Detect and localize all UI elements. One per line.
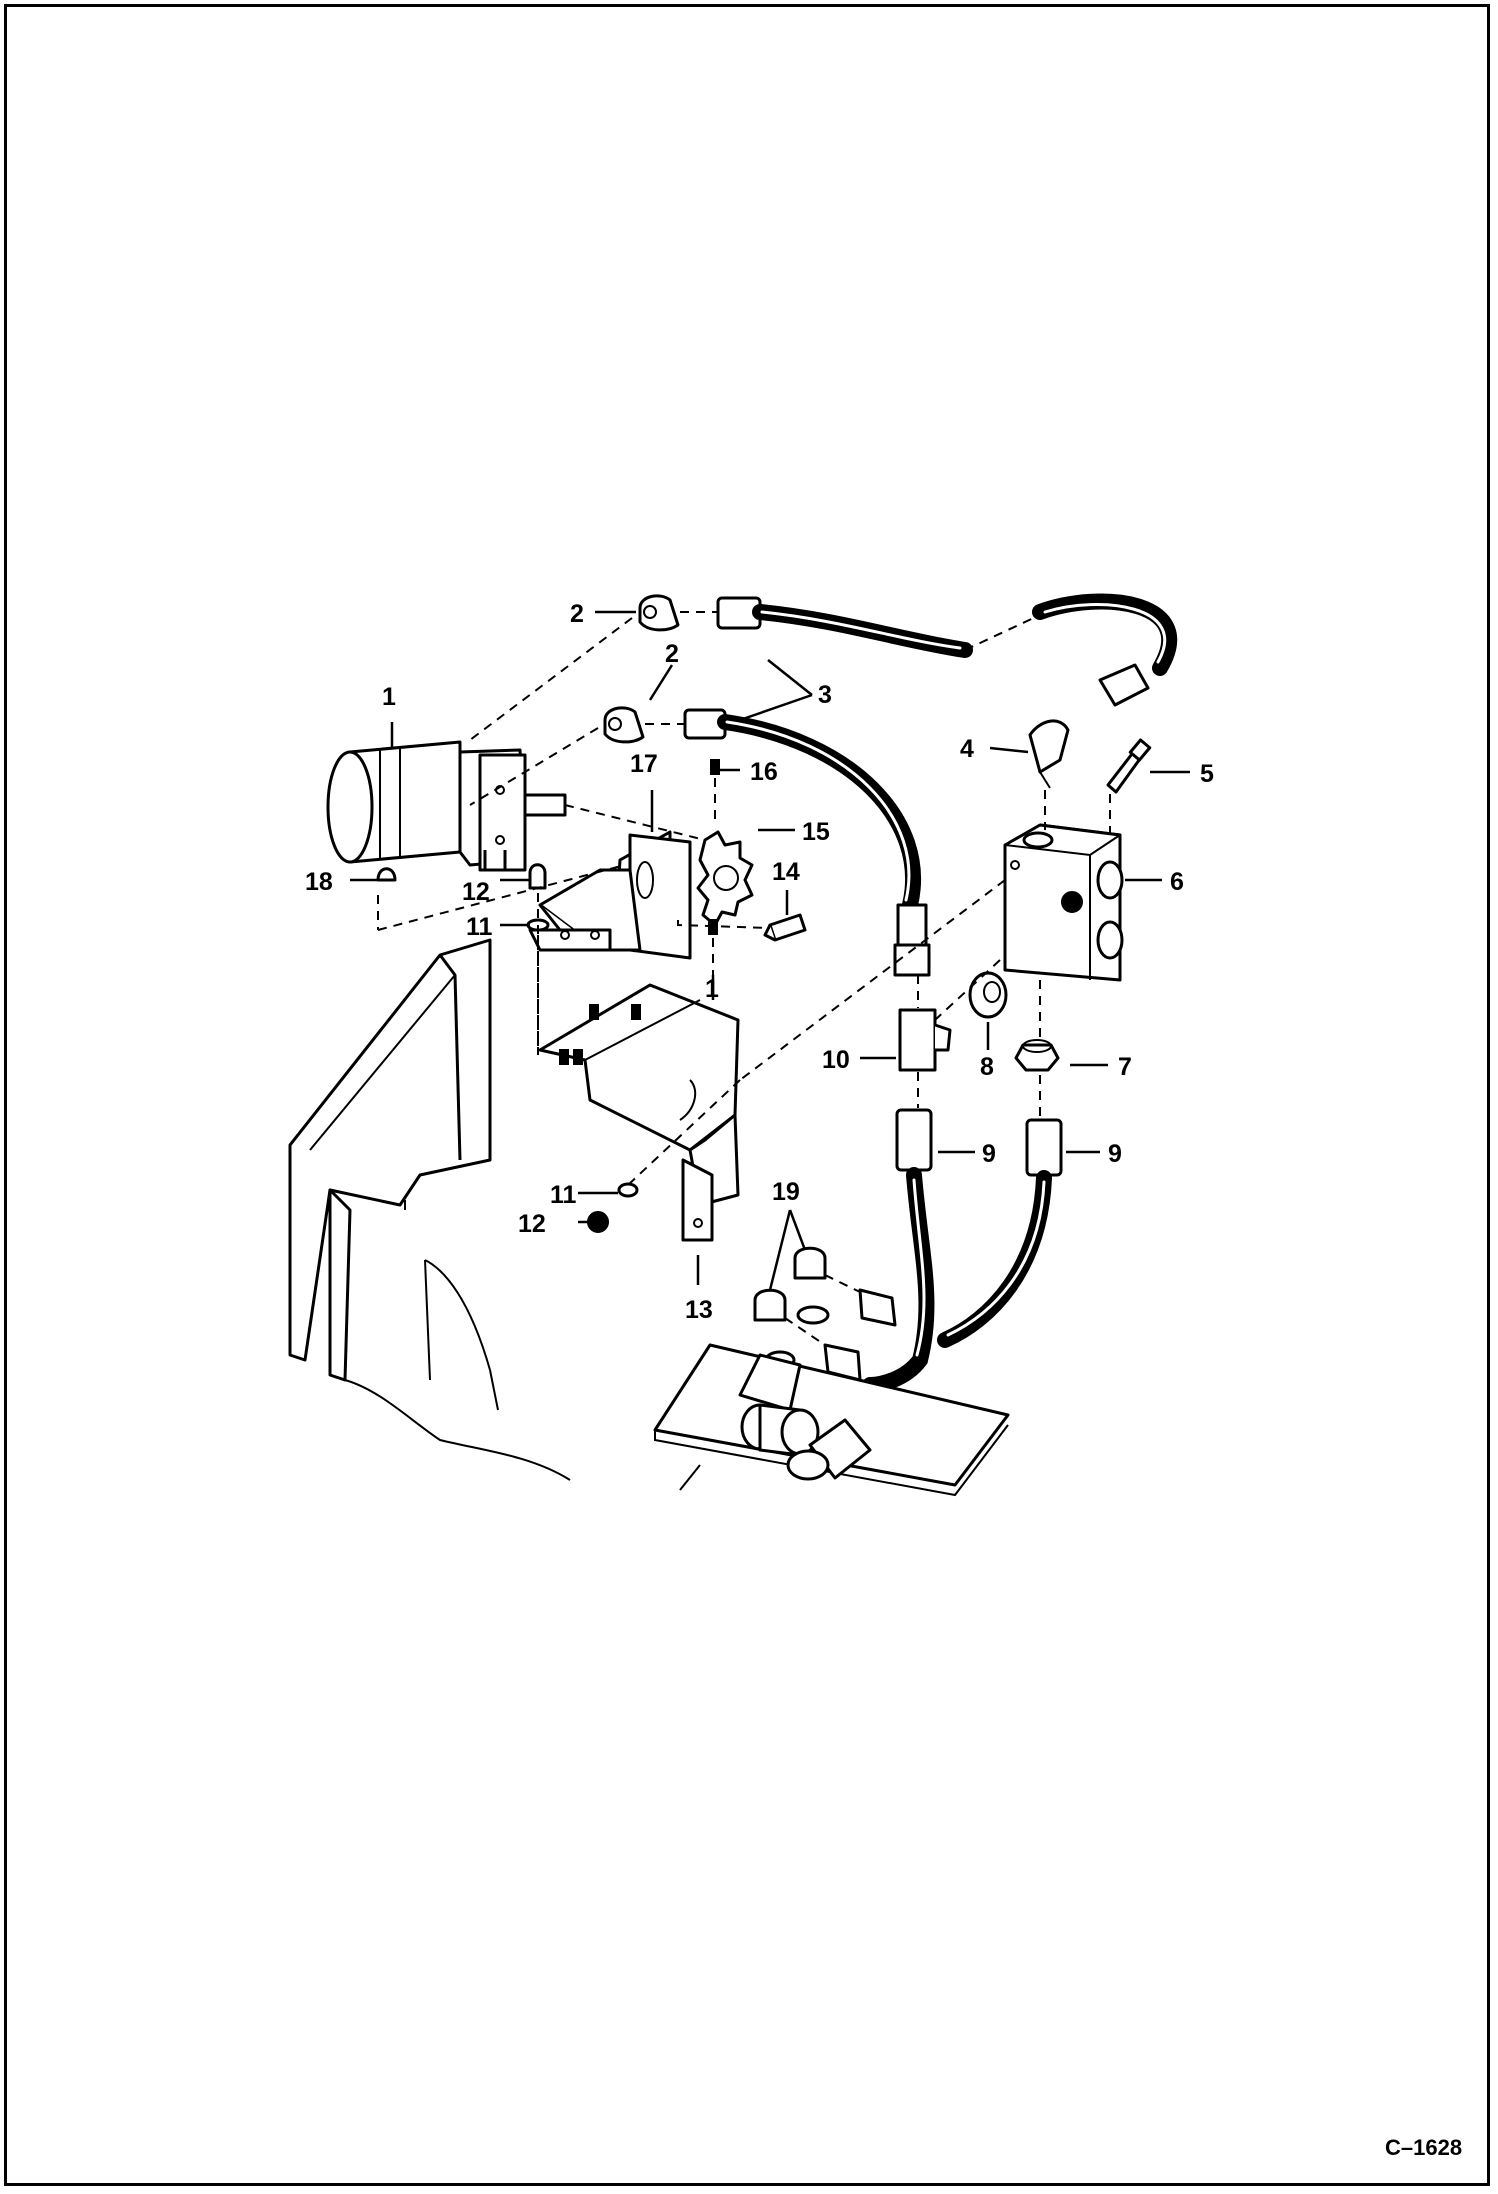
callout-17: 17 [630, 750, 658, 778]
hoses-3 [683, 593, 1177, 977]
figure-code: C–1628 [1385, 2135, 1462, 2160]
plug-8 [968, 971, 1008, 1019]
callout-3: 3 [818, 681, 832, 709]
adapter-4 [1028, 719, 1070, 789]
elbow-fittings-2 [603, 594, 680, 744]
callout-2-upper: 2 [570, 600, 584, 628]
callout-18: 18 [305, 868, 333, 896]
callout-19: 19 [772, 1178, 800, 1206]
hydraulic-motor-1 [326, 740, 567, 872]
callout-7: 7 [1118, 1053, 1132, 1081]
mount-plate-13 [538, 983, 740, 1242]
callout-13: 13 [685, 1296, 713, 1324]
callout-9-left: 9 [982, 1140, 996, 1168]
callout-2-lower: 2 [665, 640, 679, 668]
screw-5 [1106, 738, 1152, 794]
callout-labels: 1 2 2 3 4 5 6 7 8 9 9 10 16 15 14 17 18 … [305, 600, 1214, 1324]
callout-10: 10 [822, 1046, 850, 1074]
assembly-dashed-lines [377, 611, 1111, 1346]
callout-11-upper: 11 [466, 913, 493, 941]
callout-11-lower: 11 [550, 1181, 577, 1209]
drive-sprocket-15 [696, 830, 754, 927]
hoses-9 [862, 1108, 1063, 1393]
page-border [4, 4, 1490, 2186]
callout-12-upper: 12 [462, 878, 490, 906]
callout-9-right: 9 [1108, 1140, 1122, 1168]
plug-7 [1014, 1039, 1060, 1072]
pump-assembly [653, 1343, 1010, 1497]
elbows-19 [753, 1246, 897, 1382]
callout-6: 6 [1170, 868, 1184, 896]
callout-4: 4 [960, 735, 974, 763]
callout-16: 16 [750, 758, 778, 786]
callout-1-motor: 1 [382, 683, 396, 711]
callout-14: 14 [772, 858, 800, 886]
callout-8: 8 [980, 1053, 994, 1081]
valve-block-6 [1003, 823, 1124, 982]
callout-15: 15 [802, 818, 830, 846]
loader-frame-structure [288, 938, 571, 1481]
callout-12-lower: 12 [518, 1210, 546, 1238]
tee-fitting-10 [898, 1008, 952, 1072]
leader-lines [350, 610, 1190, 1291]
motor-bracket-17 [528, 830, 692, 960]
callout-5: 5 [1200, 760, 1214, 788]
callout-1-lower: 1 [705, 975, 719, 1003]
